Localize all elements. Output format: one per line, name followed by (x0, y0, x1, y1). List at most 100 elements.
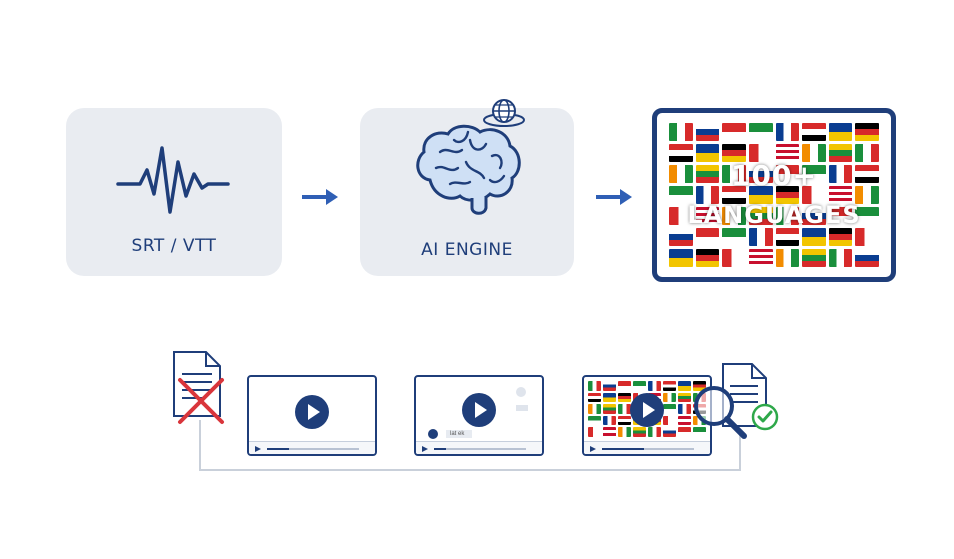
languages-panel: 100+ LANGUAGES (652, 108, 896, 282)
flag-tile (722, 249, 746, 267)
flag-tile (633, 427, 646, 437)
flag-tile (722, 207, 746, 225)
magnifier-icon (694, 386, 747, 439)
flag-tile (855, 186, 879, 204)
flag-tile (678, 427, 691, 437)
flag-tile (722, 165, 746, 183)
flag-tile (722, 186, 746, 204)
flag-tile (748, 207, 773, 225)
timeline-connector (199, 420, 741, 471)
flag-tile (648, 381, 661, 391)
flag-tile (603, 404, 616, 414)
verified-document (690, 360, 786, 446)
flag-tile (828, 228, 853, 246)
languages-text-label: LANGUAGES (687, 201, 861, 229)
flag-tile (695, 123, 720, 141)
arrow-right-icon (302, 189, 338, 205)
flag-tile (603, 392, 616, 403)
flag-tile (669, 207, 693, 225)
flag-tile (695, 249, 720, 267)
flag-tile (828, 144, 853, 162)
flag-tile (748, 228, 773, 246)
flag-tile (663, 415, 676, 426)
player-controls[interactable] (584, 441, 710, 454)
flag-tile (775, 144, 800, 162)
flag-tile (775, 249, 800, 267)
play-icon[interactable] (462, 393, 496, 427)
flag-tile (618, 415, 631, 426)
video-player-translated[interactable] (582, 375, 712, 456)
flag-tile (618, 404, 631, 414)
flag-tile (588, 415, 601, 426)
play-icon[interactable] (630, 393, 664, 427)
flag-tile (678, 392, 691, 403)
caption-text: lat ek (446, 430, 473, 438)
waveform-icon (116, 146, 230, 214)
flag-tile (775, 165, 800, 183)
flag-tile (748, 249, 773, 267)
flag-tile (693, 415, 706, 426)
rejected-document (170, 350, 226, 426)
flags-grid (588, 381, 706, 437)
flag-tile (695, 207, 720, 225)
player-controls[interactable] (249, 441, 375, 454)
flag-tile (802, 186, 826, 204)
flag-tile (669, 165, 693, 183)
player-controls[interactable] (416, 441, 542, 454)
flag-tile (669, 249, 693, 267)
flag-tile (802, 165, 826, 183)
flag-tile (633, 381, 646, 391)
flag-tile (828, 207, 853, 225)
flag-tile (603, 427, 616, 437)
caption-chip (428, 429, 438, 439)
flag-tile (618, 381, 631, 391)
flag-tile (588, 427, 601, 437)
flag-tile (603, 415, 616, 426)
flag-tile (669, 228, 693, 246)
flag-tile (695, 144, 720, 162)
video-player-original[interactable] (247, 375, 377, 456)
flags-grid (669, 123, 879, 267)
flag-tile (678, 415, 691, 426)
flag-tile (775, 123, 800, 141)
flag-tile (828, 123, 853, 141)
flag-tile (775, 207, 800, 225)
flag-tile (669, 144, 693, 162)
arrow-right-icon (596, 189, 632, 205)
flag-tile (663, 381, 676, 391)
flag-tile (775, 228, 800, 246)
flag-tile (802, 207, 826, 225)
flag-tile (648, 427, 661, 437)
flag-tile (695, 186, 720, 204)
flag-tile (669, 186, 693, 204)
flag-tile (828, 249, 853, 267)
flag-tile (669, 123, 693, 141)
flag-tile (855, 249, 879, 267)
flag-tile (663, 427, 676, 437)
globe-icon (483, 99, 525, 127)
source-format-card: SRT / VTT (66, 108, 282, 276)
video-player-captioned[interactable]: lat ek (414, 375, 544, 456)
settings-dot[interactable] (516, 387, 526, 397)
flag-tile (603, 381, 616, 391)
flag-tile (828, 165, 853, 183)
flag-tile (678, 381, 691, 391)
flag-tile (855, 144, 879, 162)
flag-tile (855, 165, 879, 183)
languages-count-label: 100+ (731, 159, 817, 192)
flag-tile (695, 165, 720, 183)
flag-tile (663, 404, 676, 414)
flag-tile (775, 186, 800, 204)
source-format-label: SRT / VTT (131, 236, 217, 256)
flag-tile (588, 404, 601, 414)
ai-engine-label: AI ENGINE (421, 240, 513, 260)
flag-tile (618, 427, 631, 437)
flag-tile (748, 144, 773, 162)
checkmark-icon (751, 403, 779, 431)
flag-tile (588, 392, 601, 403)
play-icon[interactable] (295, 395, 329, 429)
flag-tile (748, 165, 773, 183)
flag-tile (693, 427, 706, 437)
flag-tile (855, 228, 879, 246)
flag-tile (678, 404, 691, 414)
